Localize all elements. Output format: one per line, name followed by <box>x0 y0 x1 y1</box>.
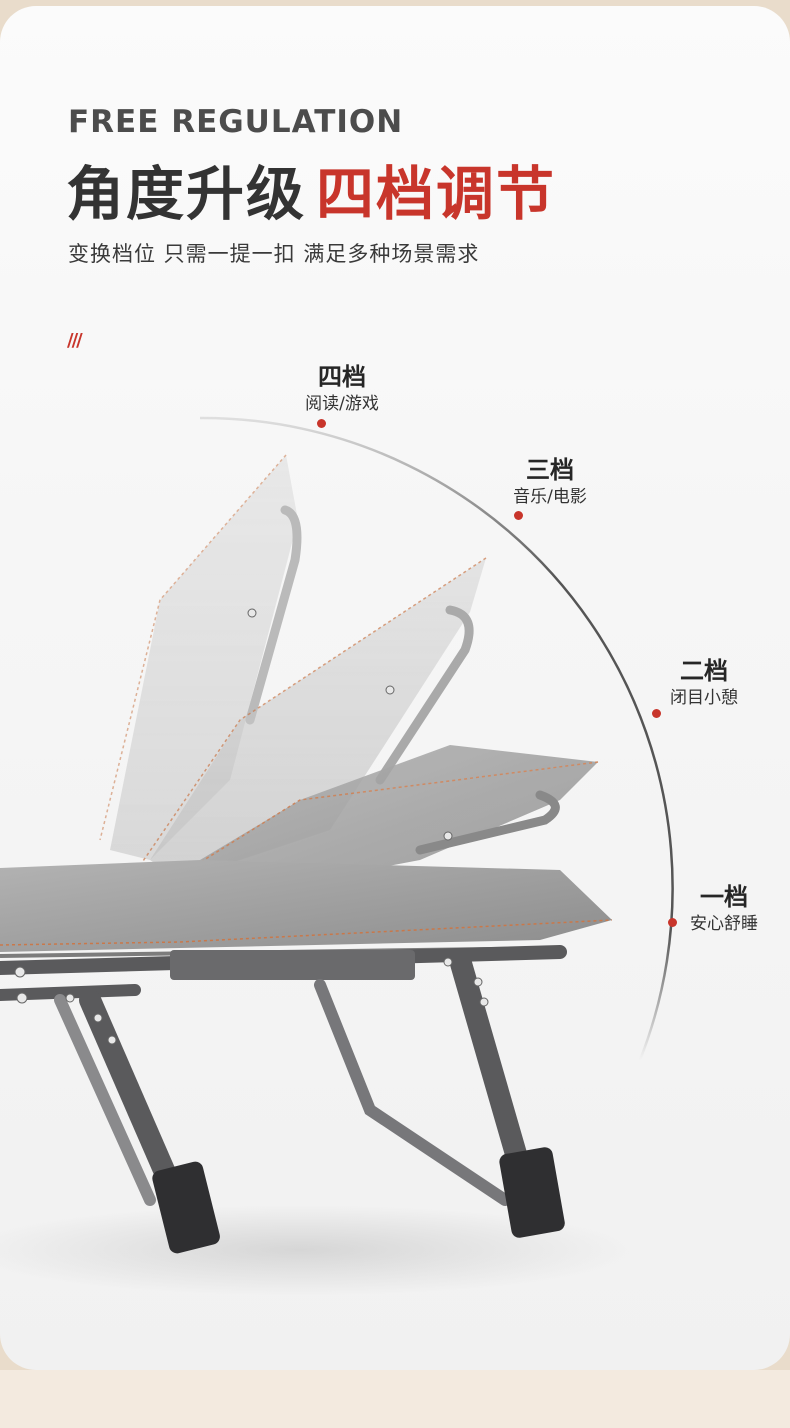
gear-use: 闭目小憩 <box>670 688 738 708</box>
headline-red: 四档调节 <box>316 160 557 228</box>
gear-label-4: 四档 阅读/游戏 <box>290 362 394 416</box>
gear-label-3: 三档 音乐/电影 <box>498 455 602 509</box>
gear-name: 四档 <box>318 363 366 391</box>
mattress-flat <box>0 860 613 958</box>
gear-marker-4[interactable] <box>317 419 326 428</box>
backrest-position-3 <box>129 557 487 881</box>
gear-marker-1[interactable] <box>668 918 677 927</box>
gear-label-1: 一档 安心舒睡 <box>672 882 776 936</box>
gear-use: 安心舒睡 <box>690 914 758 934</box>
gear-label-2: 二档 闭目小憩 <box>652 656 756 710</box>
bottom-band <box>0 1370 790 1428</box>
backrest-position-4 <box>99 454 302 860</box>
gear-name: 二档 <box>680 657 728 685</box>
subtitle: 变换档位 只需一提一扣 满足多种场景需求 <box>68 242 480 266</box>
gear-marker-2[interactable] <box>652 709 661 718</box>
eyebrow-title: FREE REGULATION <box>68 104 404 140</box>
slash-decoration: /// <box>67 330 83 351</box>
gear-marker-3[interactable] <box>514 511 523 520</box>
bed-frame <box>0 945 567 1241</box>
headline-dark: 角度升级 <box>66 160 307 228</box>
gear-name: 一档 <box>700 883 748 911</box>
gear-name: 三档 <box>526 456 574 484</box>
gear-use: 音乐/电影 <box>513 487 587 507</box>
gear-use: 阅读/游戏 <box>305 394 379 414</box>
headline: 角度升级四档调节 <box>66 156 556 232</box>
